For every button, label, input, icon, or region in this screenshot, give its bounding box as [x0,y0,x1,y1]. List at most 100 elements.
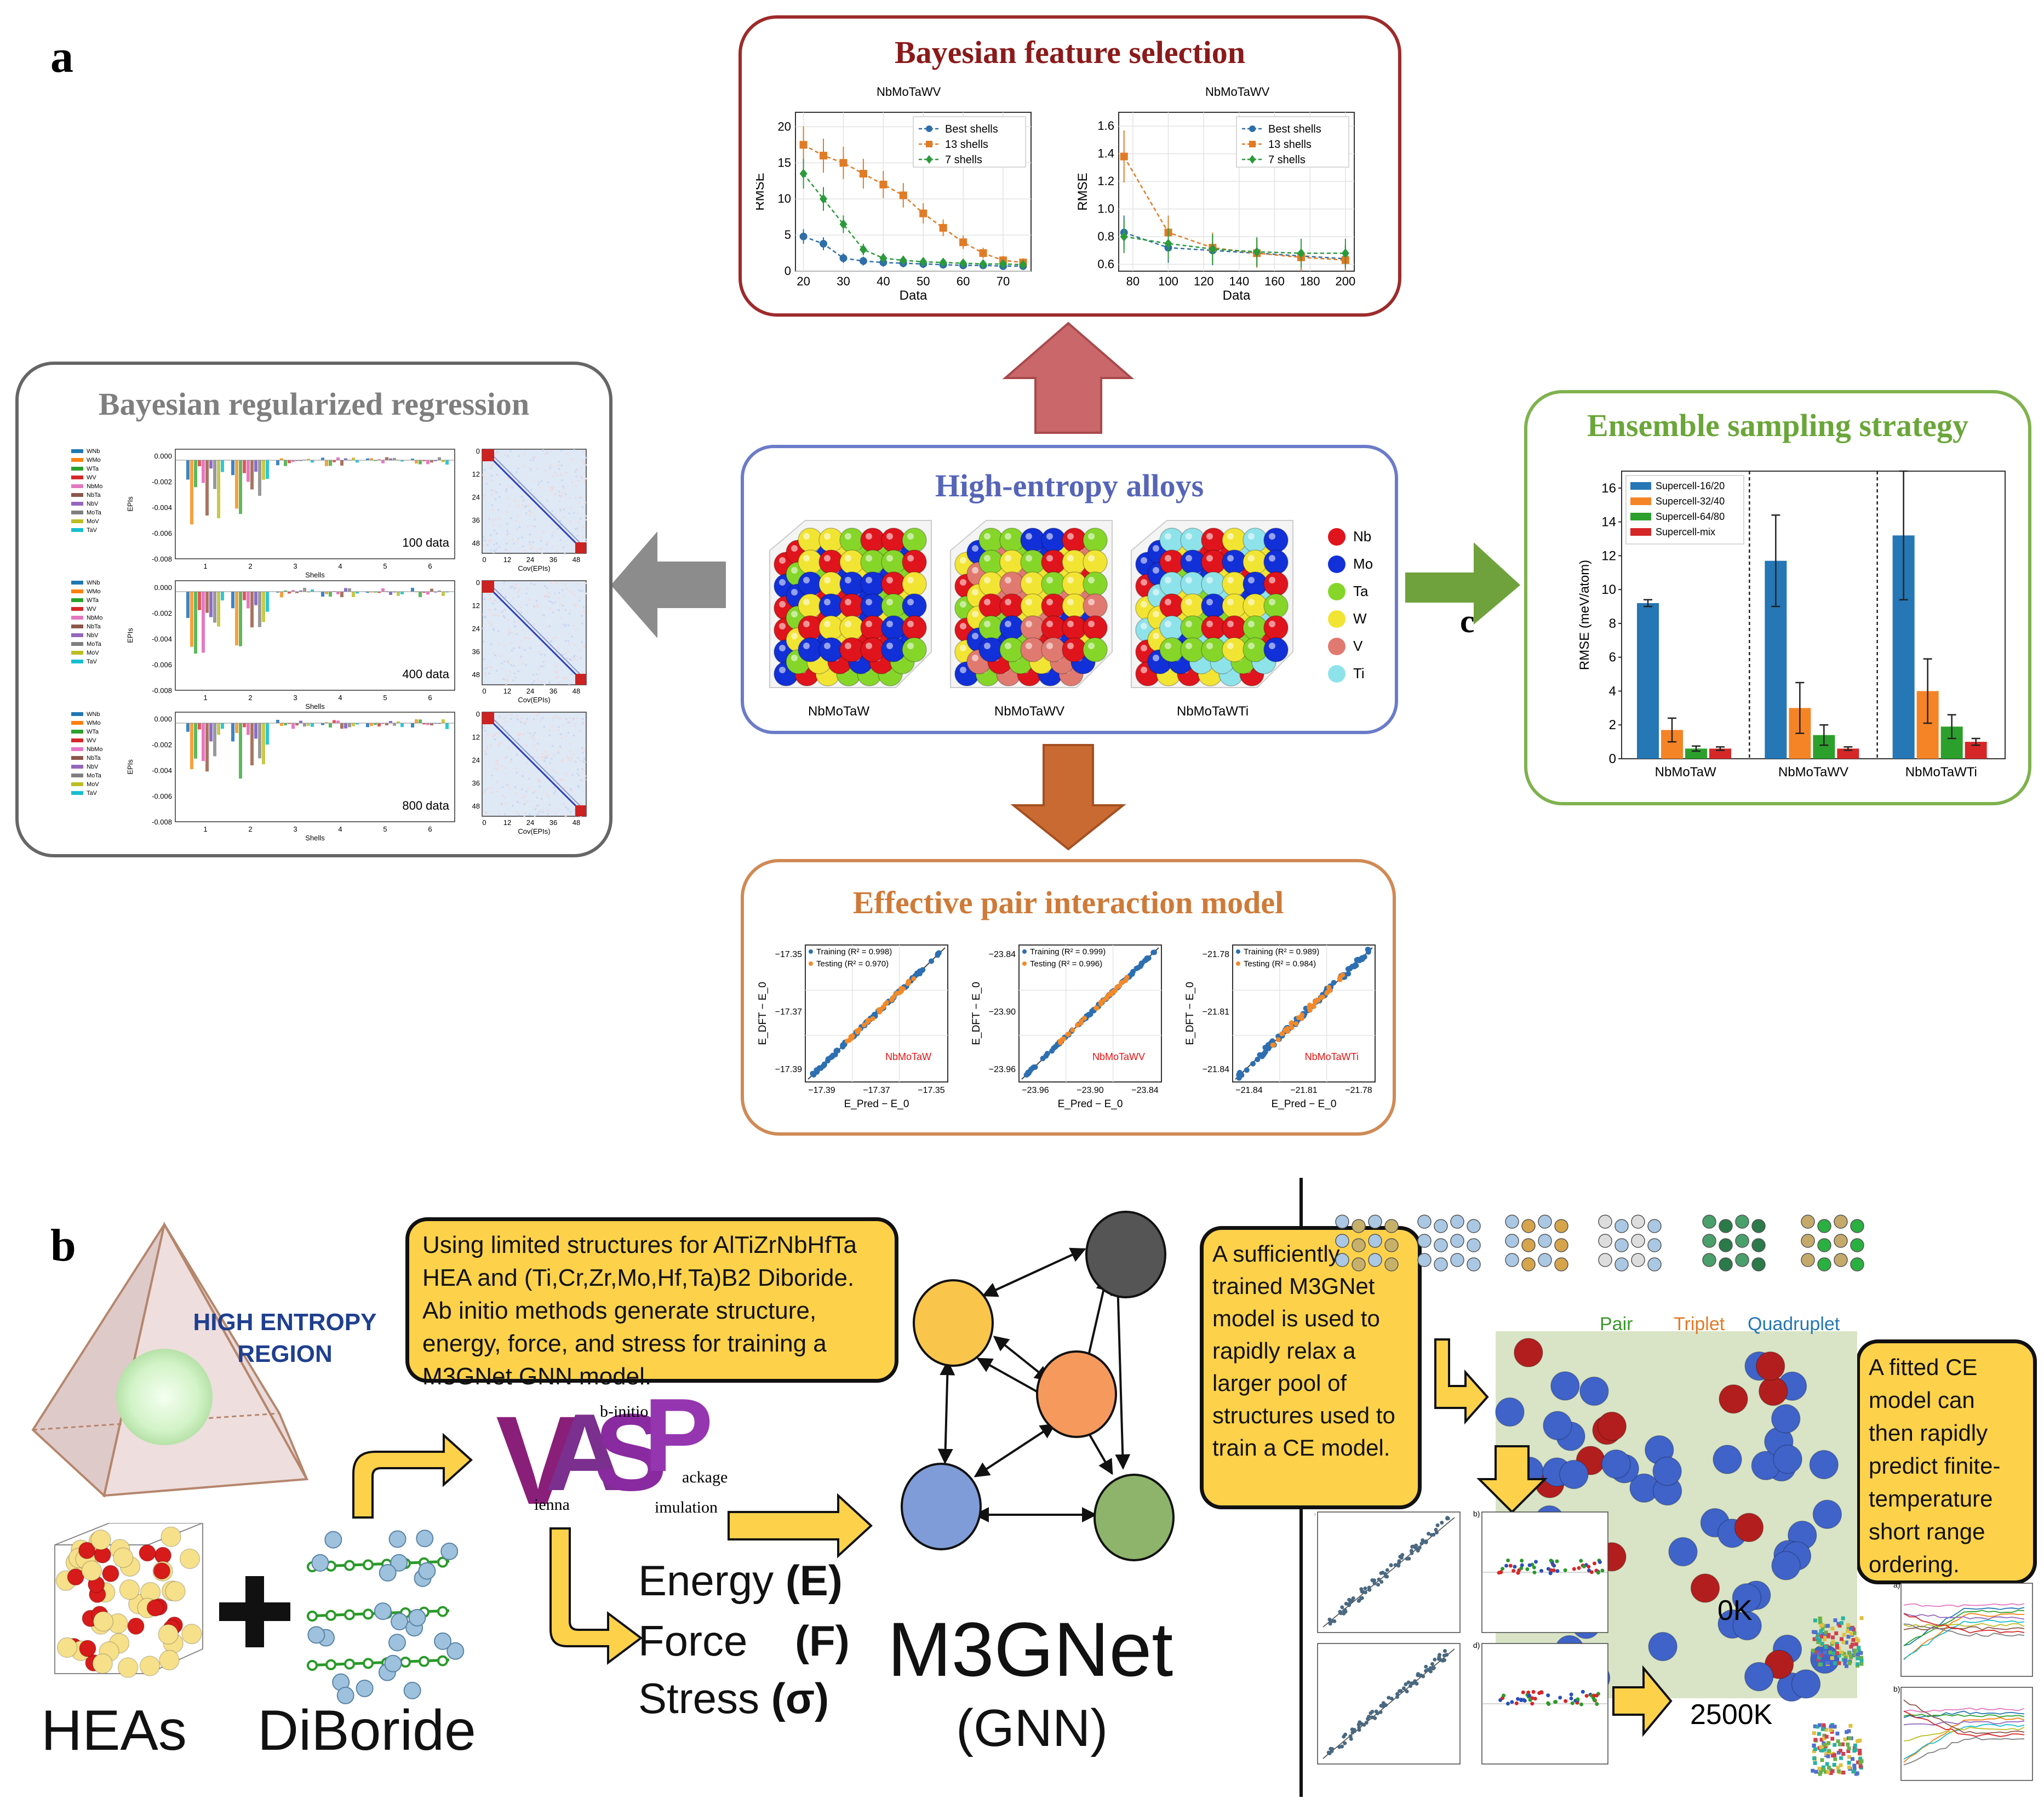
eci-point [1530,1702,1535,1706]
epi-bar [186,592,190,618]
epi-bar [198,460,201,467]
ce-point [1443,1649,1447,1653]
small-atom [1751,1238,1766,1252]
heat-cell [528,777,530,780]
ce-point [1406,1680,1411,1685]
epi-bar [295,723,299,726]
small-atom [1735,1215,1749,1229]
heat-cell [541,798,543,800]
epi-bar [221,592,224,600]
sro-cube-cell [1816,1725,1820,1729]
element-swatch [1328,610,1346,628]
training-point [1086,1012,1092,1018]
legend-marker [1022,949,1027,954]
heat-cell [537,742,539,744]
y-tick-label: 6 [1609,650,1616,665]
heat-cell [576,659,579,661]
heat-cell [501,786,503,788]
heat-cell [532,735,534,737]
heat-cell [524,812,526,814]
metal-atom [403,1681,421,1699]
heat-cell [494,720,496,722]
element-label: Mo [1353,555,1373,572]
heat-cell [496,791,499,793]
small-atom [1647,1219,1662,1233]
atom [161,1526,181,1548]
sro-cube-cell [1818,1637,1822,1642]
sro-cube-cell [1839,1749,1843,1753]
testing-point [1289,1021,1294,1026]
atom [165,1580,186,1602]
atom-highlight [803,577,810,583]
sro-cube-cell [1842,1633,1846,1637]
atom-highlight [1269,577,1275,583]
legend-swatch [71,581,83,585]
heat-cell [561,491,563,494]
heat-cell [551,758,553,760]
heat-cell [565,735,568,737]
cov-x-tick: 24 [526,818,534,827]
epi-bar [247,592,250,609]
heat-cell [541,644,543,646]
heat-cell [499,600,501,602]
atom [1263,615,1289,640]
atom-highlight [779,623,786,629]
heat-cell [548,592,551,594]
x-tick-label: 50 [917,274,930,288]
heat-cell [575,605,577,608]
heat-cell [580,590,582,592]
atom [158,1624,179,1645]
legend-swatch [1630,528,1651,536]
epi-bar [374,460,377,461]
sro-cube-cell [1817,1652,1821,1656]
data-point [1341,248,1349,259]
heat-cell [559,778,562,780]
heat-cell [581,641,583,643]
heat-cell [563,724,565,726]
heat-diagonal [481,580,587,686]
cluster-atom [1550,1371,1580,1401]
heas-label: HEAs [41,1699,187,1762]
heat-cell [534,732,536,734]
heat-cell [569,717,571,719]
data-size-tag: 800 data [402,799,449,812]
testing-point [1289,1025,1295,1030]
heat-cell [524,795,526,798]
heat-cell [509,450,512,452]
y-tick-label: −17.37 [775,1007,802,1017]
heat-cell [577,520,580,523]
legend-testing: Testing (R² = 0.970) [816,959,889,969]
y-axis-label: RMSE [756,173,767,210]
heat-cell [543,760,546,762]
heat-cell [567,650,569,652]
y-axis-label: E_DFT − E_0 [1184,982,1196,1045]
eci-point [1527,1563,1532,1567]
heat-cell [504,609,506,611]
heat-cell [497,509,500,511]
heat-cell [497,630,500,632]
epi-bar [284,723,287,726]
heat-cell [529,543,531,546]
sro-cube-cell [1813,1724,1817,1728]
testing-point [896,990,902,995]
heat-cell [541,753,543,755]
atom-highlight [803,533,810,540]
eci-point [1514,1701,1519,1705]
legend-swatch [71,642,83,646]
atom-highlight [824,599,831,605]
epi-bar [370,458,373,460]
heat-cell [503,616,506,618]
ce-point [1399,1689,1403,1693]
heat-cell [558,592,560,594]
testing-point [877,1009,883,1015]
heat-cell [485,811,487,814]
heat-cell [557,663,559,665]
sro-cube-cell [1841,1742,1845,1746]
heat-cell [517,738,519,740]
atom [1083,615,1108,640]
sro-cube-cell [1829,1726,1833,1730]
heat-cell [565,640,567,642]
sro-cube-cell [1858,1756,1863,1761]
legend-label: TaV [87,527,98,534]
sro-curve [1903,1737,2025,1766]
